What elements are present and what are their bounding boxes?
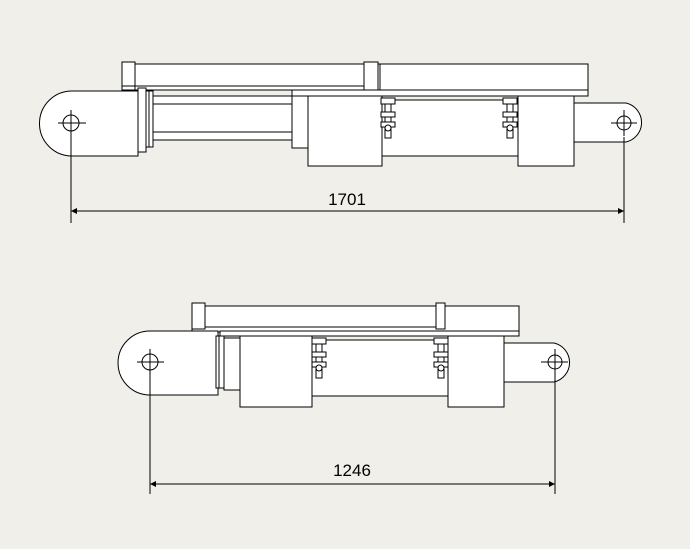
view-retracted: 1246 (117, 302, 570, 494)
guide-rail (121, 61, 589, 97)
dimension-label: 1701 (328, 190, 366, 209)
carriage-block (239, 335, 313, 408)
carriage-block (447, 335, 505, 408)
rear-flange (215, 335, 241, 391)
guide-rail (191, 302, 520, 337)
cylinder-barrel (152, 95, 309, 149)
carriage-block (307, 95, 383, 167)
front-clevis-eye (503, 342, 570, 383)
center-body (381, 99, 519, 157)
carriage-block (517, 95, 575, 167)
view-extended: 1701 (39, 61, 642, 223)
dimension-overall-length: 1246 (149, 375, 556, 494)
front-clevis-eye (573, 102, 642, 143)
dimension-overall-length: 1701 (70, 137, 625, 223)
rear-clevis-eye (117, 330, 219, 396)
dimension-label: 1246 (333, 461, 371, 480)
rear-clevis-eye (39, 90, 139, 157)
rear-flange (137, 87, 154, 153)
center-body (311, 339, 449, 397)
